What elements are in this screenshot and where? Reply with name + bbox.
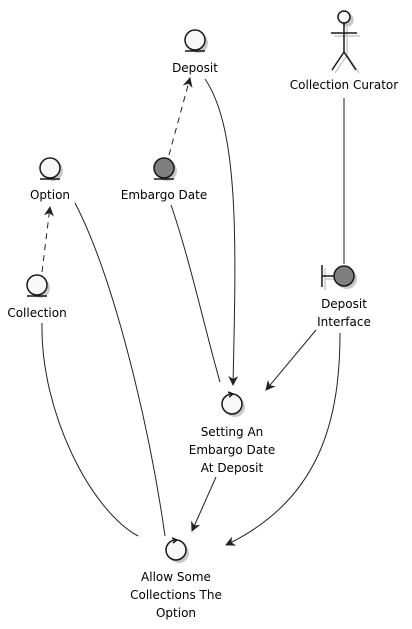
label-collection-curator: Collection Curator — [290, 78, 398, 92]
label-allow-collections-line2: Collections The — [130, 588, 222, 602]
actor-collection-curator: Collection Curator — [290, 10, 398, 92]
label-setting-embargo-line2: Embargo Date — [189, 443, 275, 457]
edge-option-to-allow — [74, 202, 166, 537]
control-allow-some-collections: Allow Some Collections The Option — [130, 537, 222, 620]
control-setting-embargo-date: Setting An Embargo Date At Deposit — [189, 391, 275, 475]
label-setting-embargo-line1: Setting An — [201, 425, 264, 439]
label-collection: Collection — [7, 306, 66, 320]
entity-deposit: Deposit — [172, 29, 218, 75]
label-allow-collections-line1: Allow Some — [141, 570, 211, 584]
edge-setting-to-allow — [191, 476, 217, 532]
edge-interface-to-setting — [265, 329, 317, 391]
edge-embargo-to-deposit — [168, 77, 193, 156]
entity-collection: Collection — [7, 274, 67, 320]
label-deposit-interface-line1: Deposit — [321, 297, 367, 311]
boundary-deposit-interface: Deposit Interface — [317, 265, 371, 329]
label-embargo-date: Embargo Date — [121, 188, 207, 202]
label-deposit-interface-line2: Interface — [317, 315, 371, 329]
edge-embargo-to-setting — [170, 204, 221, 383]
label-allow-collections-line3: Option — [156, 606, 196, 620]
edge-collection-to-allow — [41, 322, 139, 537]
edge-deposit-to-setting — [204, 78, 239, 386]
label-option: Option — [30, 188, 70, 202]
entity-embargo-date: Embargo Date — [121, 157, 207, 202]
edge-collection-to-option — [41, 206, 54, 273]
label-setting-embargo-line3: At Deposit — [201, 461, 264, 475]
label-deposit: Deposit — [172, 61, 218, 75]
edge-interface-to-allow — [225, 332, 341, 546]
entity-option: Option — [30, 157, 70, 202]
